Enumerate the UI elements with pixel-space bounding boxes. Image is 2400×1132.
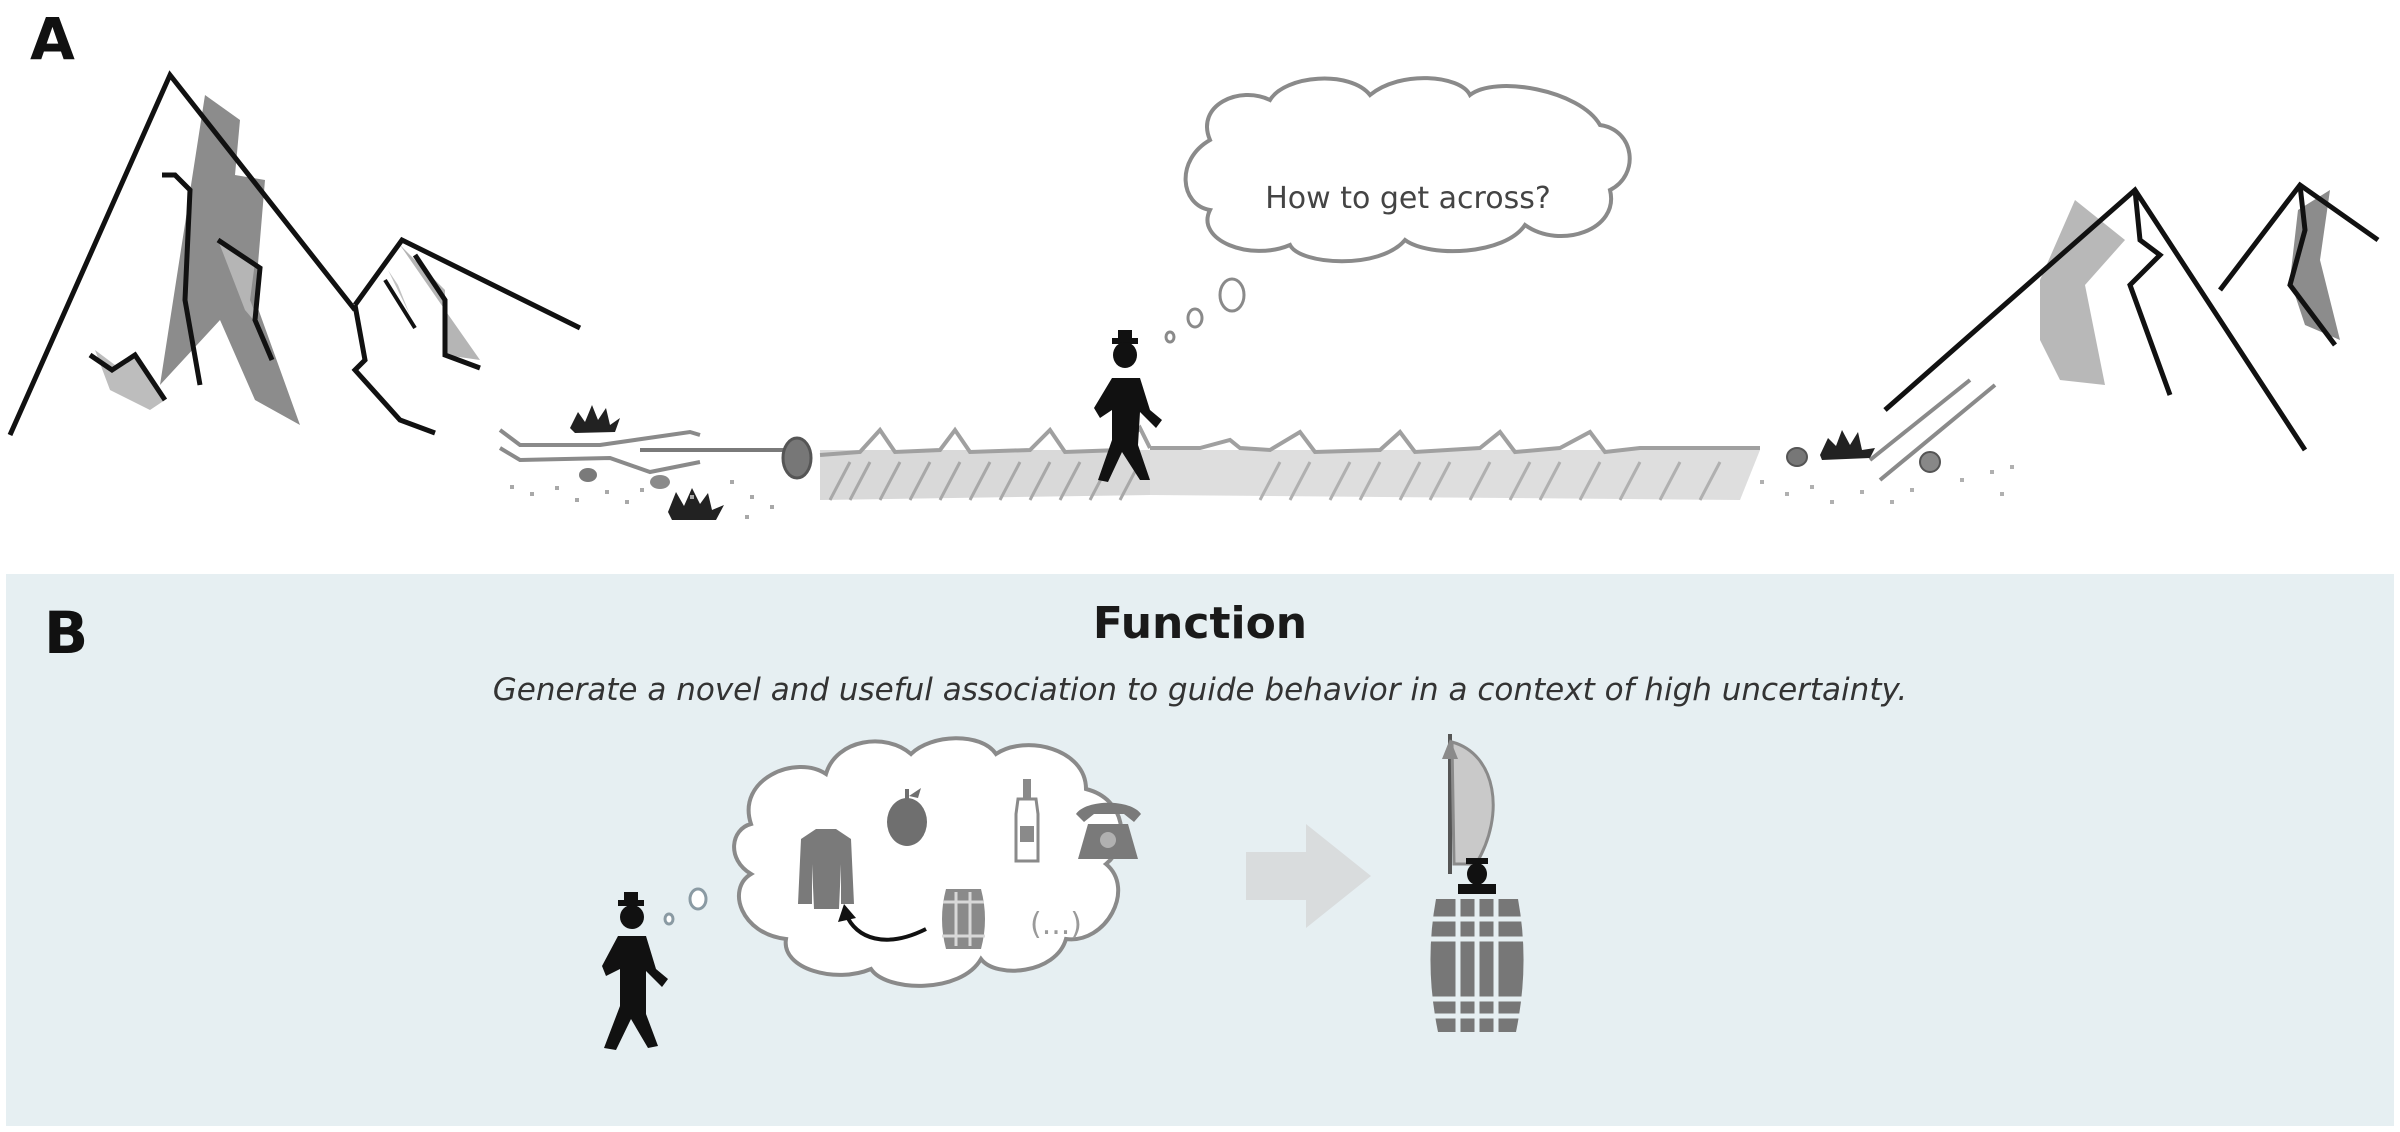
mountain-right-small xyxy=(2218,181,2380,347)
shrub-icon xyxy=(570,405,724,520)
thought-dot xyxy=(688,887,708,911)
shrub-icon xyxy=(570,405,620,433)
thought-dot xyxy=(1186,307,1204,329)
river-waves xyxy=(1150,429,1760,455)
association-arrowhead xyxy=(838,904,856,922)
stone xyxy=(1786,447,1808,467)
hat xyxy=(1118,330,1132,340)
mountain-shadow xyxy=(400,245,480,360)
mast-top xyxy=(1442,739,1458,759)
thought-dot xyxy=(1218,277,1246,313)
gravel-dots xyxy=(1760,465,2014,504)
river-hatching xyxy=(1258,461,1722,501)
ellipsis-text: (...) xyxy=(1030,907,1082,942)
bottle-neck xyxy=(1023,779,1031,799)
phone-handset xyxy=(1076,802,1141,822)
mountain-right-large xyxy=(1883,186,2308,452)
bank-line xyxy=(1868,378,1972,462)
hat xyxy=(618,900,644,906)
bottle-label xyxy=(1020,826,1034,842)
mountain-ridge xyxy=(162,172,203,386)
mountain-left-small xyxy=(351,236,582,436)
thought-trail xyxy=(1164,277,1246,344)
thought-dot xyxy=(663,912,675,926)
transition-arrow-icon xyxy=(1246,824,1371,928)
phone-dial xyxy=(1100,832,1116,848)
river-water xyxy=(1150,450,1760,500)
barrel-bands xyxy=(942,892,985,946)
bank-line xyxy=(1878,383,1997,482)
mountain-ridge xyxy=(216,237,275,361)
head xyxy=(1113,342,1137,368)
mountain-ridge xyxy=(383,278,417,330)
shrub-icon xyxy=(668,488,724,520)
barrel-bands xyxy=(1426,899,1528,1032)
head xyxy=(620,905,644,929)
panel-label-b: B xyxy=(44,599,89,667)
bubble-text: How to get across? xyxy=(1265,181,1551,216)
apple-stem xyxy=(905,789,909,801)
barrel-icon xyxy=(942,889,985,949)
riverbank-right xyxy=(1760,378,2014,504)
function-illustration: (...) xyxy=(602,734,1528,1050)
river xyxy=(819,424,1760,501)
person-head xyxy=(1467,863,1487,885)
bank-line xyxy=(498,446,701,475)
mountain-ridge xyxy=(412,253,481,371)
mountain-ridge xyxy=(2127,189,2173,396)
association-arrow xyxy=(844,913,927,942)
bank-line xyxy=(498,428,701,447)
person-shoulders xyxy=(1458,884,1496,894)
sweater-icon xyxy=(798,829,854,909)
hat xyxy=(624,892,638,902)
thought-trail xyxy=(663,887,708,926)
panel-a: A xyxy=(7,5,2380,520)
walking-person-icon xyxy=(1094,330,1162,482)
riverbank-left xyxy=(498,405,813,520)
bubble-cloud xyxy=(1183,76,1632,264)
stone-large xyxy=(781,436,813,480)
hat xyxy=(1112,338,1138,344)
mountain-left-large xyxy=(7,70,357,437)
apple-leaf xyxy=(909,788,921,798)
hat xyxy=(1466,858,1488,864)
mountain-shadow xyxy=(2040,200,2125,385)
thought-cloud xyxy=(732,736,1124,988)
stone xyxy=(1919,451,1941,473)
apple-icon xyxy=(887,788,927,846)
landscape-illustration: How to get across? xyxy=(7,70,2380,520)
mountain-ridge xyxy=(88,351,168,402)
gravel-dots xyxy=(510,480,774,519)
mountain-ridge xyxy=(2287,184,2337,347)
body xyxy=(1094,378,1162,482)
panel-b: B Function Generate a novel and useful a… xyxy=(6,574,2394,1126)
mountain-outline xyxy=(352,236,582,331)
mountain-outline xyxy=(7,70,357,437)
thought-bubble: How to get across? xyxy=(1183,76,1632,264)
body xyxy=(602,936,668,1050)
barrel-body xyxy=(942,889,985,949)
function-description: Generate a novel and useful association … xyxy=(492,672,1908,708)
sweater-icon xyxy=(798,829,854,909)
bottle-icon xyxy=(1014,779,1040,863)
sail xyxy=(1450,740,1495,866)
thought-dot xyxy=(1164,330,1176,344)
shrub-icon xyxy=(1820,430,1875,460)
telephone-icon xyxy=(1076,802,1141,859)
mountain-shadow xyxy=(95,350,165,410)
stone xyxy=(579,468,597,482)
mountain-shadow xyxy=(388,270,410,315)
stone xyxy=(650,475,670,489)
function-title: Function xyxy=(1092,598,1308,649)
walking-person-icon xyxy=(602,892,668,1050)
mountain-outline xyxy=(351,304,436,436)
panel-label-a: A xyxy=(30,5,75,73)
barrel-boat-icon xyxy=(1426,734,1528,1032)
apple-body xyxy=(887,798,927,846)
